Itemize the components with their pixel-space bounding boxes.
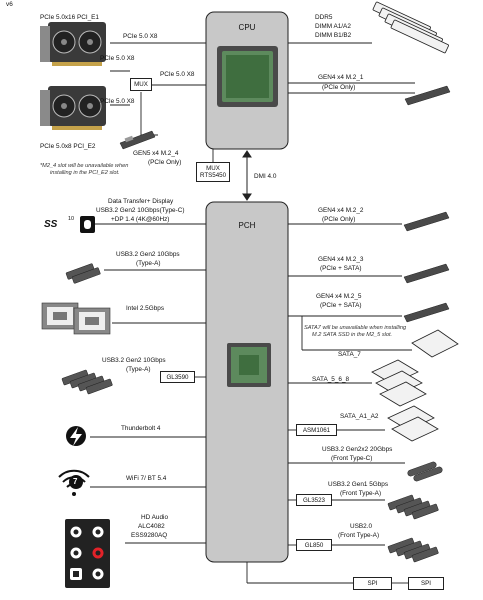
sata7-label: SATA_7 [338,351,361,358]
pch-label: PCH [238,221,256,230]
ddr5-label: DDR5 [315,14,333,21]
ddr5-dimm-icon [372,1,449,54]
usb-a2-sublabel: (Type-A) [126,366,151,373]
pcie-e1-label: PCIe 5.0x16 PCI_E1 [40,14,99,21]
gl3523-box: GL3523 [296,494,332,506]
m2-ssd-icon [403,263,450,284]
sata-drive-icon [387,405,439,442]
usb-type-a-icon [387,494,439,520]
usb-5g-front-sublabel: (Front Type-A) [340,490,382,497]
ethernet-port-icon [41,302,111,335]
superspeed-number: 10 [68,216,75,222]
usb-type-a-icon [387,537,439,563]
thunderbolt-label: Thunderbolt 4 [121,425,161,432]
sata7-note: SATA7 will be unavailable when installin… [304,325,407,331]
usb-a1-label: USB3.2 Gen2 10Gbps [116,251,180,258]
dp-label: Data Transfer+ Display [108,198,174,205]
m2-3-sublabel: (PCIe + SATA) [320,265,362,272]
m2-4-sublabel: (PCIe Only) [148,159,182,166]
audio-codec-label: ALC4082 [138,523,165,530]
cpu-label: CPU [238,23,256,32]
pcie-x8-label: PCIe 5.0 X8 [100,55,135,62]
usb-c-front-sublabel: (Front Type-C) [331,455,373,462]
sata-a-label: SATA_A1_A2 [340,413,379,420]
pcie-x8-label: PCIe 5.0 X8 [100,98,135,105]
audio-label: HD Audio [141,514,168,521]
usb-type-a-icon [61,369,113,395]
mux-box: MUX [130,78,152,91]
wifi-icon [58,469,90,496]
gl3590-box: GL3590 [160,371,195,383]
usb2-front-label: USB2.0 [350,523,373,530]
usb-a2-label: USB3.2 Gen2 10Gbps [102,357,166,364]
dmi-link-arrow [242,150,252,201]
m2-5-sublabel: (PCIe + SATA) [320,302,362,309]
ddr5-dimm-b-label: DIMM B1/B2 [315,32,352,39]
m2-1-label: GEN4 x4 M.2_1 [318,74,364,81]
m2-ssd-icon [119,130,156,150]
graphics-card-icon [40,22,106,66]
m2-ssd-icon [403,211,450,232]
audio-jack-panel-icon [65,519,110,588]
audio-dac-label: ESS9280AQ [131,532,168,539]
cpu-chip-icon [217,46,278,107]
usb-c-front-label: USB3.2 Gen2x2 20Gbps [322,446,393,453]
m2-3-label: GEN4 x4 M.2_3 [318,256,364,263]
usb-a1-sublabel: (Type-A) [136,260,161,267]
displayport-icon [80,216,95,233]
sata-drive-icon [411,329,459,358]
lan-label: Intel 2.5Gbps [126,305,165,312]
pcie-x8-label: PCIe 5.0 X8 [160,71,195,78]
spi-box: SPI [353,577,392,590]
wifi-label: WiFi 7/ BT 5.4 [126,475,167,482]
dp-label: +DP 1.4 (4K@60Hz) [111,216,170,223]
wifi7-badge: 7 [73,477,78,486]
thunderbolt-icon [66,426,86,446]
ddr5-dimm-a-label: DIMM A1/A2 [315,23,351,30]
usb-5g-front-label: USB3.2 Gen1 5Gbps [328,481,389,488]
m2-ssd-icon [404,85,451,106]
gl850-box: GL850 [296,539,332,551]
sata-drive-icon [371,359,427,407]
dp-label: USB3.2 Gen2 10Gbps(Type-C) [96,207,185,214]
connection-lines [86,42,415,584]
graphics-card-icon [40,86,106,130]
usb-type-a-icon [65,263,101,284]
usb2-front-sublabel: (Front Type-A) [338,532,380,539]
m2-5-label: GEN4 x4 M.2_5 [316,293,362,300]
usb-type-c-icon [407,461,443,482]
m2-2-label: GEN4 x4 M.2_2 [318,207,364,214]
superspeed-logo: SS [44,219,58,230]
asm1061-box: ASM1061 [296,424,337,436]
m2-1-sublabel: (PCIe Only) [322,84,356,91]
pcie-e2-label: PCIe 5.0x8 PCI_E2 [40,143,96,150]
m2-ssd-icon [403,302,450,323]
pch-chip-icon [227,343,271,387]
pcie-x8-label: PCIe 5.0 X8 [123,33,158,40]
spi-box: SPI [408,577,444,590]
m2-4-note: installing in the PCI_E2 slot. [50,170,120,176]
m2-2-sublabel: (PCIe Only) [322,216,356,223]
sata568-label: SATA_5_6_8 [312,376,350,383]
page-corner-label: v6 [6,1,13,8]
m2-4-label: GEN5 x4 M.2_4 [133,150,179,157]
m2-4-note: *M2_4 slot will be unavailable when [40,163,129,169]
dmi-label: DMI 4.0 [254,173,277,180]
sata7-note: M.2 SATA SSD in the M2_5 slot. [312,332,393,338]
